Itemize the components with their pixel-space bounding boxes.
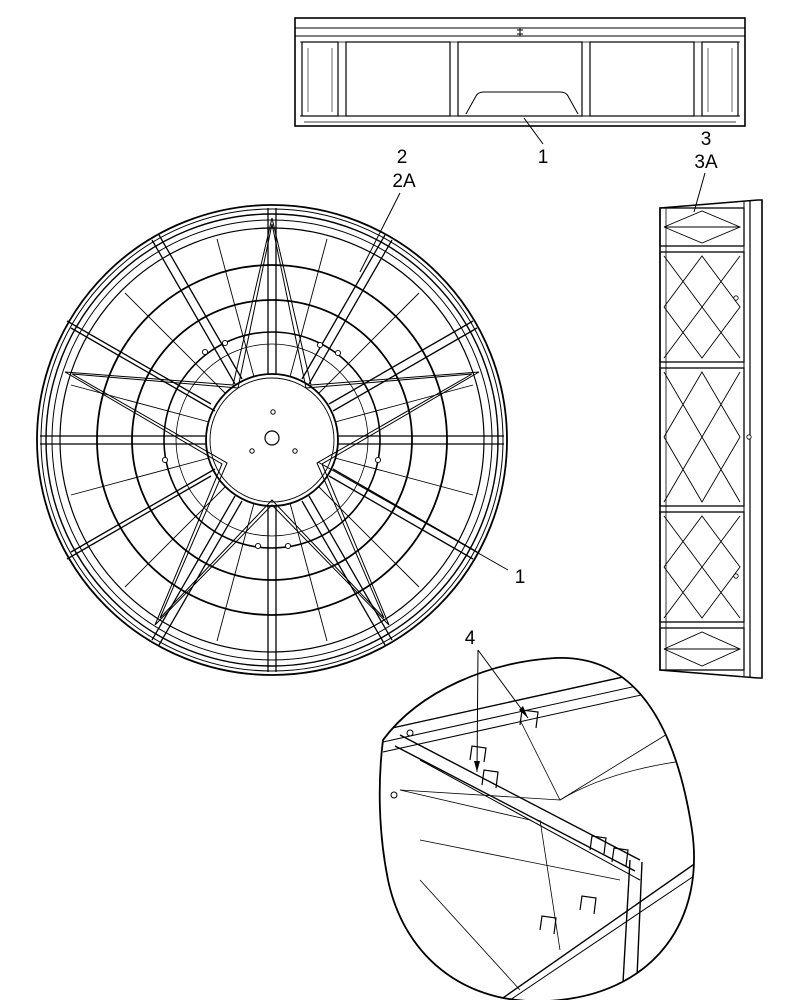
leader-1-wheel [317, 461, 509, 571]
leader-2 [359, 192, 401, 273]
leader-3 [693, 172, 706, 213]
frame-top-view [36, 204, 508, 676]
frame-segment-view [659, 199, 763, 679]
callout-4: 4 [465, 628, 476, 649]
callout-1-wheel: 1 [515, 567, 526, 588]
detail-view [378, 657, 695, 1000]
callout-3: 3 [701, 129, 712, 150]
frame-side-view [294, 17, 746, 127]
callout-2: 2 [397, 147, 408, 168]
leader-4 [474, 649, 529, 773]
leader-1-top [523, 117, 544, 145]
callout-3a: 3A [694, 152, 718, 173]
callout-1-top: 1 [538, 147, 549, 168]
callout-2a: 2A [392, 171, 416, 192]
